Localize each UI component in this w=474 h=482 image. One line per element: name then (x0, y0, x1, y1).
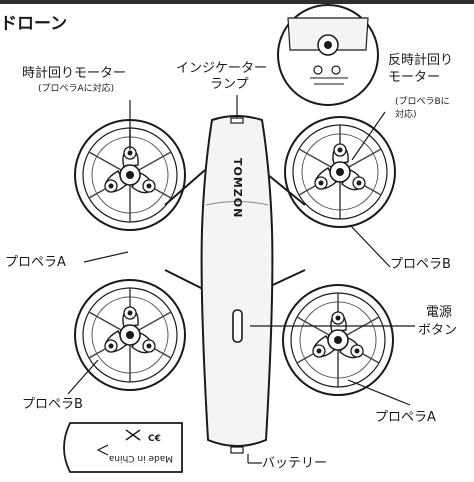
ccw-motor-label-line2: モーター (388, 70, 441, 85)
top-bar (0, 0, 474, 4)
propeller-b-left-label: プロペラB (22, 397, 83, 412)
power-button (232, 309, 243, 343)
cw-motor-label: 時計回りモーター (22, 66, 127, 81)
indicator-lamp (230, 117, 244, 124)
diagram-title: ドローン (0, 14, 68, 34)
rotor-bottom-right (282, 284, 394, 396)
battery-illustration: C€ (63, 422, 183, 473)
drone-body (200, 115, 274, 454)
indicator-inset (277, 4, 379, 106)
rotor-bottom-left (74, 279, 186, 391)
propeller-a-left-label: プロペラA (5, 255, 66, 270)
indicator-label-line2: ランプ (210, 77, 249, 92)
cw-motor-note: (プロペラAに対応) (38, 84, 115, 94)
power-button-label-line1: 電源 (426, 305, 453, 320)
propeller-b-right-label: プロペラB (390, 257, 451, 272)
ccw-motor-note-line2: 対応) (395, 110, 417, 120)
battery-label: バッテリー (262, 456, 328, 471)
body-brand-text: TOMZON (231, 158, 244, 218)
svg-text:C€: C€ (148, 434, 161, 444)
power-button-label-line2: ボタン (418, 323, 458, 338)
indicator-label-line1: インジケーター (176, 61, 268, 76)
battery-made-in-text: Made in China (109, 453, 173, 463)
ccw-motor-label-line1: 反時計回り (388, 53, 454, 68)
ccw-motor-note-line1: (プロペラBに (395, 97, 450, 107)
propeller-a-right-label: プロペラA (375, 410, 436, 425)
leader-lines (67, 95, 415, 464)
rotor-top-right (284, 116, 396, 228)
